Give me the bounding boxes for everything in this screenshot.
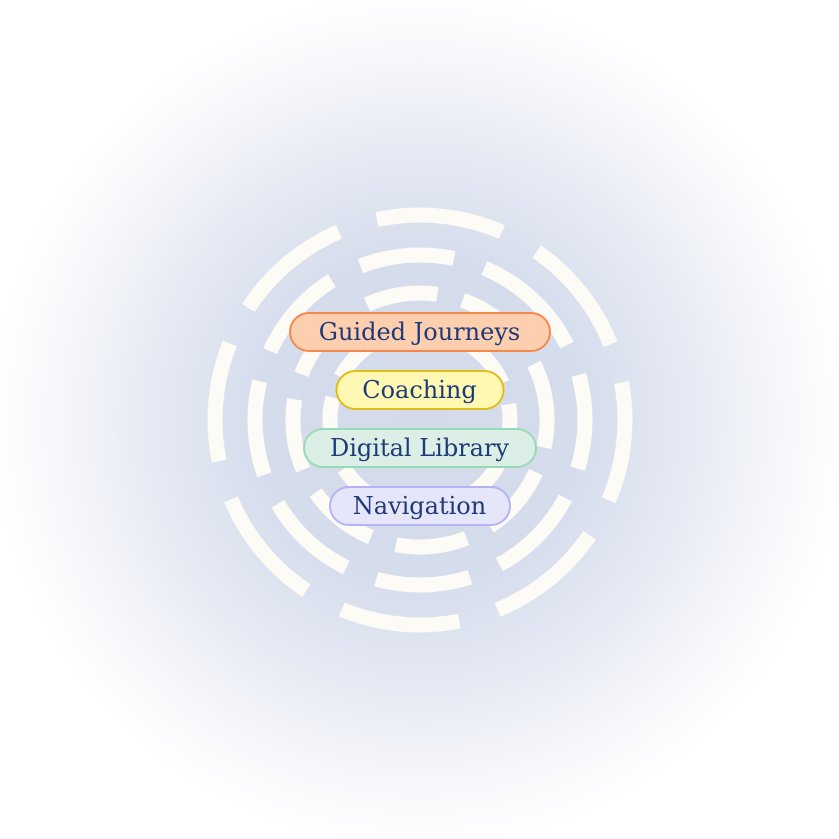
ring-3 [285, 285, 555, 555]
ring-outer [207, 207, 633, 633]
ring-2 [247, 247, 593, 593]
pill-guided-journeys[interactable]: Guided Journeys [288, 312, 551, 352]
pill-digital-library[interactable]: Digital Library [302, 428, 537, 468]
pill-coaching[interactable]: Coaching [335, 370, 504, 410]
pill-navigation[interactable]: Navigation [328, 486, 511, 526]
